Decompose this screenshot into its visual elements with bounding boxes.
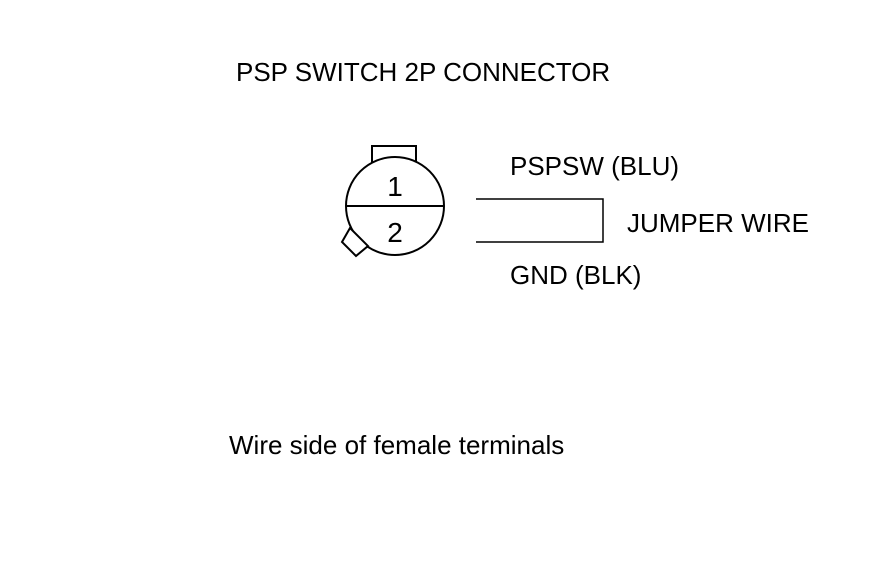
connector-key-notch [340, 226, 370, 258]
diagram-caption: Wire side of female terminals [229, 430, 565, 460]
diagram-title: PSP SWITCH 2P CONNECTOR [236, 57, 611, 87]
jumper-wire-label: JUMPER WIRE [627, 208, 809, 238]
terminal-2-number: 2 [387, 217, 403, 248]
terminal-1-number: 1 [387, 171, 403, 202]
jumper-wire [476, 198, 604, 243]
terminal-2-wire-label: GND (BLK) [510, 260, 642, 290]
terminal-1-wire-label: PSPSW (BLU) [510, 151, 680, 181]
connector-body [340, 145, 445, 258]
